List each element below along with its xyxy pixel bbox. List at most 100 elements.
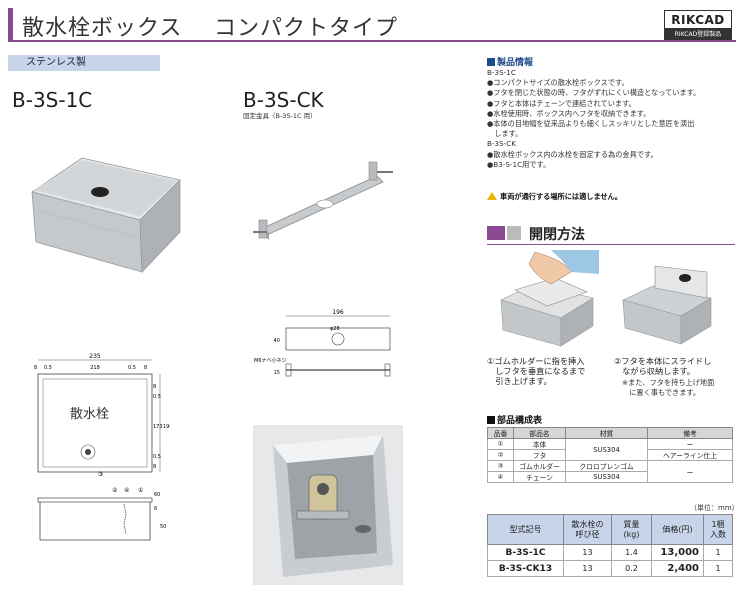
header-accent-bar: [8, 8, 13, 40]
cell: 13,000: [651, 544, 704, 561]
info-line: ●本体の目地幅を従来品よりも細くしスッキリとした意匠を演出: [487, 119, 695, 129]
info-line: ●散水栓ボックス内の水栓を固定する為の金具です。: [487, 149, 658, 159]
installation-photo: [253, 425, 403, 585]
dim-h8a-label: 8: [153, 384, 156, 390]
col-header: 型式記号: [487, 514, 564, 545]
section-rule: [487, 244, 735, 245]
dim-hole-label: φ28: [330, 326, 340, 332]
table-row: B-3S-CK13 13 0.2 2,400 1: [487, 560, 733, 577]
model-b-title: B-3S-CK: [243, 88, 324, 112]
step1-text: ①ゴムホルダーに指を挿入 しフタを垂直になるまで 引き上げます。: [487, 356, 611, 386]
cell: ヘアーライン仕上: [647, 449, 733, 461]
table-row: ① 本体 SUS304 ー: [487, 438, 733, 461]
product-info-body: B-3S-1C ●コンパクトサイズの散水栓ボックスです。 ●フタを閉じた状態の時…: [487, 68, 732, 170]
dim-h190-label: 190: [163, 424, 170, 430]
dim-235-label: 235: [89, 353, 101, 360]
box-photo: [31, 157, 181, 273]
warning-icon: [487, 192, 497, 200]
cell: ー: [647, 460, 733, 483]
m6-screw-label: M6ナベ小ネジ: [254, 357, 287, 364]
dim-h05b-label: 0.5: [153, 454, 161, 460]
product-info-heading: 製品情報: [487, 55, 533, 68]
parts-heading-text: 部品構成表: [497, 416, 543, 426]
table-row: B-3S-1C 13 1.4 13,000 1: [487, 544, 733, 561]
dim-40-label: 40: [274, 338, 280, 344]
table-row: ② フタ ヘアーライン仕上: [487, 449, 733, 461]
note-line: ※また、フタを持ち上げ地面: [622, 378, 715, 387]
cell: クロロプレンゴム: [565, 460, 648, 472]
info-line: ●フタと本体はチェーンで連結されています。: [487, 98, 636, 108]
col-header: 散水栓の 呼び径: [563, 514, 612, 545]
dim-15-label: 15: [274, 370, 280, 376]
dim-05b-label: 0.5: [128, 365, 136, 371]
unit-label: （単位：mm）: [690, 504, 739, 512]
warning-text: 車両が通行する場所には適しません。: [500, 192, 622, 201]
logo-main-text: RIKCAD: [671, 13, 725, 27]
cell: 2,400: [651, 560, 704, 577]
cell: 13: [563, 544, 612, 561]
col-header: 備考: [647, 427, 733, 439]
cell: B-3S-1C: [487, 544, 564, 561]
logo-sub-text: RIKCAD登録製品: [665, 28, 731, 39]
cell: 1: [703, 544, 733, 561]
cell: SUS304: [565, 471, 648, 483]
cell: ー: [647, 438, 733, 450]
price-table: 型式記号 散水栓の 呼び径 質量 (kg) 価格(円) 1梱 入数 B-3S-1…: [487, 514, 733, 577]
dim-8b-label: 8: [144, 365, 147, 371]
parts-table: 品番 部品名 材質 備考 ① 本体 SUS304 ー ② フタ ヘアーライン仕上…: [487, 427, 733, 483]
col-header: 質量 (kg): [611, 514, 652, 545]
bracket-drawing: 196 φ28 40 M6ナベ小ネジ 15: [254, 309, 391, 377]
info-line: B-3S-CK: [487, 139, 516, 149]
parts-heading: 部品構成表: [487, 413, 542, 426]
dim-6-label: 6: [154, 506, 157, 512]
rikcad-logo: RIKCAD RIKCAD登録製品: [664, 10, 732, 40]
info-line: ●フタを閉じた状態の時、フタがずれにくい構造となっています。: [487, 88, 701, 98]
table-header-row: 型式記号 散水栓の 呼び径 質量 (kg) 価格(円) 1梱 入数: [487, 514, 733, 545]
model-b-subtitle: 固定金具（B-3S-1C 用）: [243, 112, 317, 120]
page-title: 散水栓ボックス: [22, 16, 183, 41]
page-subtitle: コンパクトタイプ: [214, 16, 399, 41]
model-a-title: B-3S-1C: [12, 88, 93, 112]
info-line: ●B3-S-1C用です。: [487, 159, 551, 169]
material-badge: ステンレス製: [8, 55, 160, 71]
col-header: 品番: [487, 427, 514, 439]
cell: ③: [487, 460, 514, 472]
dim-8a-label: 8: [34, 365, 37, 371]
dim-05a-label: 0.5: [44, 365, 52, 371]
info-line: B-3S-1C: [487, 68, 516, 77]
info-line: します。: [487, 129, 523, 139]
open-step2-photo: [622, 265, 712, 345]
dim-50-label: 50: [160, 524, 166, 530]
page-header: 散水栓ボックス コンパクトタイプ RIKCAD RIKCAD登録製品: [0, 0, 740, 42]
dim-60-label: 60: [154, 492, 160, 498]
info-line: ●水栓使用時、ボックス内へフタを収納できます。: [487, 108, 651, 118]
plate-text: 散水栓: [70, 407, 109, 422]
col-header: 材質: [565, 427, 648, 439]
table-row: ③ ゴムホルダー クロロプレンゴム ー: [487, 460, 733, 483]
step1-line: 引き上げます。: [487, 376, 552, 386]
col-header: 価格(円): [651, 514, 704, 545]
info-line: ●コンパクトサイズの散水栓ボックスです。: [487, 78, 629, 88]
callout-2: ②: [112, 487, 118, 494]
open-step1-photo: [500, 250, 599, 347]
cell: ①: [487, 438, 514, 450]
dim-h173-label: 173: [153, 424, 163, 430]
table-row: ④ チェーン SUS304: [487, 471, 733, 483]
step1-line: ①ゴムホルダーに指を挿入: [487, 356, 585, 366]
cell: ゴムホルダー: [513, 460, 566, 472]
cell: B-3S-CK13: [487, 560, 564, 577]
step2-text: ②フタを本体にスライドし ながら収納します。: [614, 356, 736, 376]
dim-196-label: 196: [332, 309, 344, 316]
callout-4: ④: [124, 487, 129, 494]
product-info-heading-text: 製品情報: [497, 58, 534, 68]
col-header: 1梱 入数: [703, 514, 733, 545]
callout-3: ③: [98, 471, 103, 478]
open-note: ※また、フタを持ち上げ地面 に置く事もできます。: [622, 378, 736, 397]
open-close-heading-text: 開閉方法: [529, 227, 585, 243]
heading-gray-block: [507, 226, 521, 240]
dim-h05a-label: 0.5: [153, 394, 161, 400]
callout-1: ①: [138, 487, 143, 494]
dim-218-label: 218: [90, 365, 100, 371]
dim-h8b-label: 8: [153, 464, 156, 470]
